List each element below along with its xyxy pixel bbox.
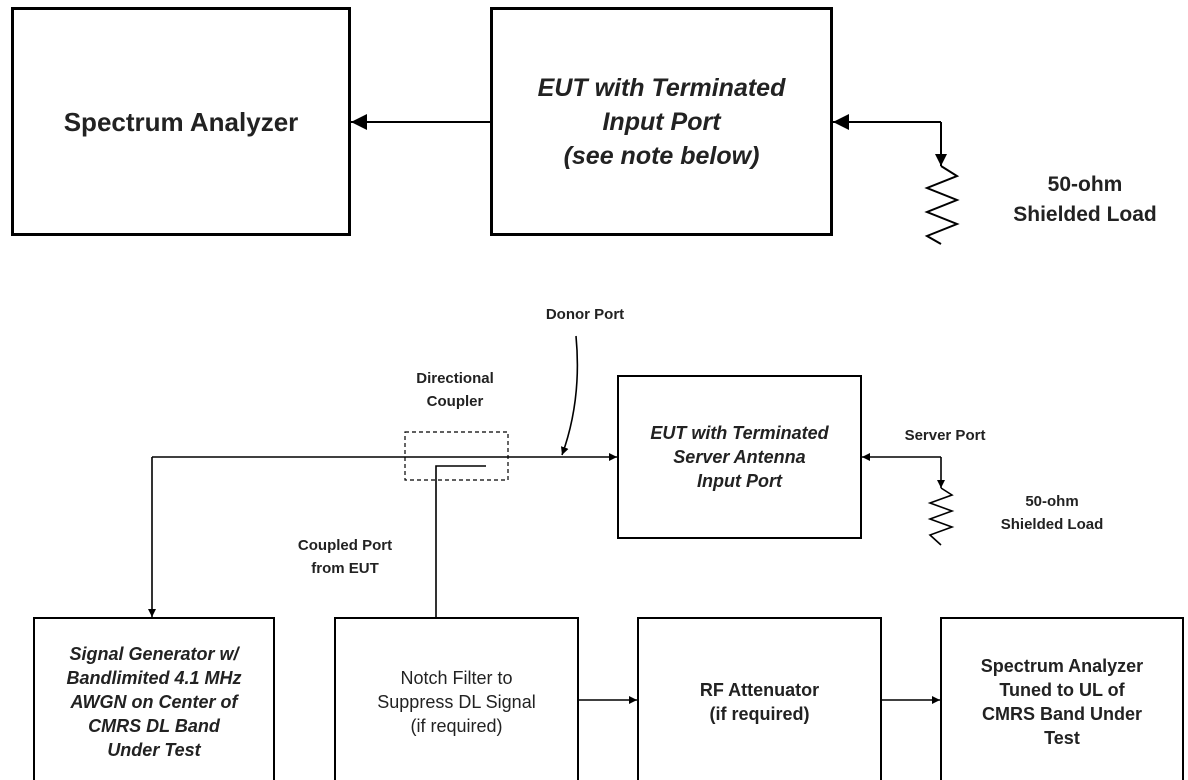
bottom-resistor-symbol bbox=[927, 487, 955, 546]
notch-filter-box: Notch Filter to Suppress DL Signal (if r… bbox=[334, 617, 579, 780]
coupled-port-label: Coupled Port from EUT bbox=[297, 537, 393, 577]
bottom-load-label: 50-ohm Shielded Load bbox=[1000, 493, 1104, 533]
signal-generator-label: Signal Generator w/ Bandlimited 4.1 MHz … bbox=[66, 644, 242, 760]
server-eut-box: EUT with Terminated Server Antenna Input… bbox=[617, 375, 862, 539]
ul-spectrum-analyzer-label: Spectrum Analyzer Tuned to UL of CMRS Ba… bbox=[980, 656, 1144, 748]
notch-filter-label: Notch Filter to Suppress DL Signal (if r… bbox=[377, 668, 536, 736]
ul-spectrum-analyzer-box: Spectrum Analyzer Tuned to UL of CMRS Ba… bbox=[940, 617, 1184, 780]
server-port-label: Server Port bbox=[904, 427, 986, 444]
rf-attenuator-box: RF Attenuator (if required) bbox=[637, 617, 882, 780]
signal-generator-box: Signal Generator w/ Bandlimited 4.1 MHz … bbox=[33, 617, 275, 780]
top-resistor-symbol bbox=[924, 165, 960, 245]
directional-coupler-box bbox=[404, 431, 509, 481]
eut-label: EUT with Terminated Input Port (see note… bbox=[537, 73, 786, 170]
spectrum-analyzer-box: Spectrum Analyzer bbox=[11, 7, 351, 236]
spectrum-analyzer-label: Spectrum Analyzer bbox=[63, 106, 299, 137]
server-eut-label: EUT with Terminated Server Antenna Input… bbox=[650, 423, 829, 491]
eut-box: EUT with Terminated Input Port (see note… bbox=[490, 7, 833, 236]
rf-attenuator-label: RF Attenuator (if required) bbox=[699, 680, 820, 724]
donor-port-pointer bbox=[560, 335, 579, 456]
directional-coupler-label: Directional Coupler bbox=[416, 370, 494, 410]
donor-port-label: Donor Port bbox=[545, 306, 625, 323]
top-load-label: 50-ohm Shielded Load bbox=[1013, 173, 1157, 226]
coupled-port-line bbox=[435, 465, 486, 617]
